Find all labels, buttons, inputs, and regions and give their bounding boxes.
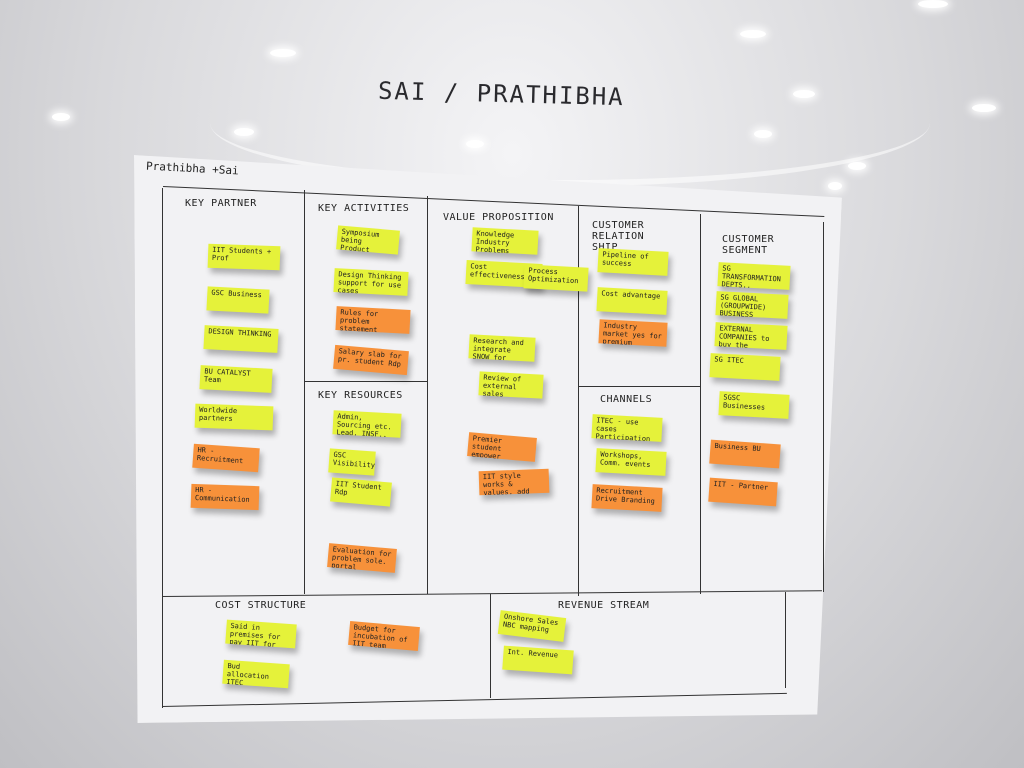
sticky-note[interactable]: Research and integrate SNOW for Needs <box>468 334 536 362</box>
grid-line <box>578 206 579 596</box>
sticky-note[interactable]: SG GLOBAL (GROUPWIDE) BUSINESS <box>715 291 789 319</box>
section-key-resources: KEY RESOURCES <box>318 390 403 401</box>
section-customer-segment: CUSTOMER SEGMENT <box>722 234 775 256</box>
grid-line <box>700 214 701 594</box>
sticky-note[interactable]: GSC Business <box>206 286 270 314</box>
sticky-note[interactable]: BU CATALYST Team <box>199 365 273 393</box>
grid-line <box>785 592 786 688</box>
section-cost-structure: COST STRUCTURE <box>215 600 307 611</box>
sticky-note[interactable]: HR - Communication <box>190 483 260 511</box>
sticky-note[interactable]: SG ITEC <box>709 353 781 381</box>
sticky-note[interactable]: EXTERNAL COMPANIES to buy the solutions <box>714 322 788 350</box>
sticky-note[interactable]: Said in premises for pay IIT for tow tea… <box>225 619 297 649</box>
sticky-note[interactable]: SG TRANSFORMATION DEPTS., <box>717 262 791 290</box>
ceiling-light <box>918 0 948 8</box>
section-channels: CHANNELS <box>600 394 653 405</box>
ceiling-light <box>972 104 996 112</box>
grid-line <box>162 596 163 708</box>
ceiling-light <box>52 113 70 121</box>
sticky-note[interactable]: IIT Students + Prof <box>207 243 281 271</box>
sticky-note[interactable]: IIT - Partner <box>708 477 778 507</box>
sticky-note[interactable]: Process Optimization <box>523 264 589 292</box>
sticky-note[interactable]: GSC Visibility <box>328 448 376 476</box>
grid-line <box>304 190 305 594</box>
sticky-note[interactable]: Bud allocation ITEC <box>222 659 290 689</box>
grid-line <box>427 196 428 594</box>
sticky-note[interactable]: Cost advantage <box>596 287 668 315</box>
grid-line <box>578 386 700 387</box>
sticky-note[interactable]: IIT style works & values, add work <box>478 468 550 496</box>
sticky-note[interactable]: ITEC - use cases Participation <box>591 414 663 442</box>
sticky-note[interactable]: Worldwide partners <box>194 403 274 431</box>
sticky-note[interactable]: Pipeline of success <box>597 248 669 276</box>
ceiling-light <box>740 30 766 38</box>
sticky-note[interactable]: DESIGN THINKING <box>203 325 279 353</box>
section-key-activities: KEY ACTIVITIES <box>318 203 410 214</box>
section-revenue-stream: REVENUE STREAM <box>558 600 650 611</box>
grid-line <box>305 381 427 382</box>
sticky-note[interactable]: Admin, Sourcing etc. Lead, INSF.. <box>332 410 402 438</box>
sticky-note[interactable]: Recruitment Drive Branding <box>591 484 663 512</box>
ceiling-light <box>270 49 296 57</box>
sticky-note[interactable]: Int. Revenue <box>502 645 574 675</box>
ceiling-light <box>848 162 866 170</box>
grid-line <box>823 222 824 592</box>
ceiling-light <box>828 182 842 190</box>
sticky-note[interactable]: Rules for problem statement <box>335 306 411 334</box>
grid-line <box>162 188 163 598</box>
sticky-note[interactable]: IIT Student Rdp <box>330 477 392 507</box>
sticky-note[interactable]: HR - Recruitment <box>192 443 260 473</box>
sticky-note[interactable]: Industry market yes for premium student <box>598 319 668 347</box>
sticky-note[interactable]: Review of external sales <box>478 371 544 399</box>
grid-line <box>490 594 491 698</box>
section-customer-relationship: CUSTOMER RELATION SHIP <box>592 220 645 253</box>
sticky-note[interactable]: SGSC Businesses <box>718 391 790 419</box>
section-key-partner: KEY PARTNER <box>185 198 257 209</box>
section-value-proposition: VALUE PROPOSITION <box>443 212 554 223</box>
sticky-note[interactable]: Design Thinking support for use cases <box>333 268 409 296</box>
sticky-note[interactable]: Business BU <box>709 439 781 469</box>
sticky-note[interactable]: Workshops, Comm. events <box>595 448 667 476</box>
